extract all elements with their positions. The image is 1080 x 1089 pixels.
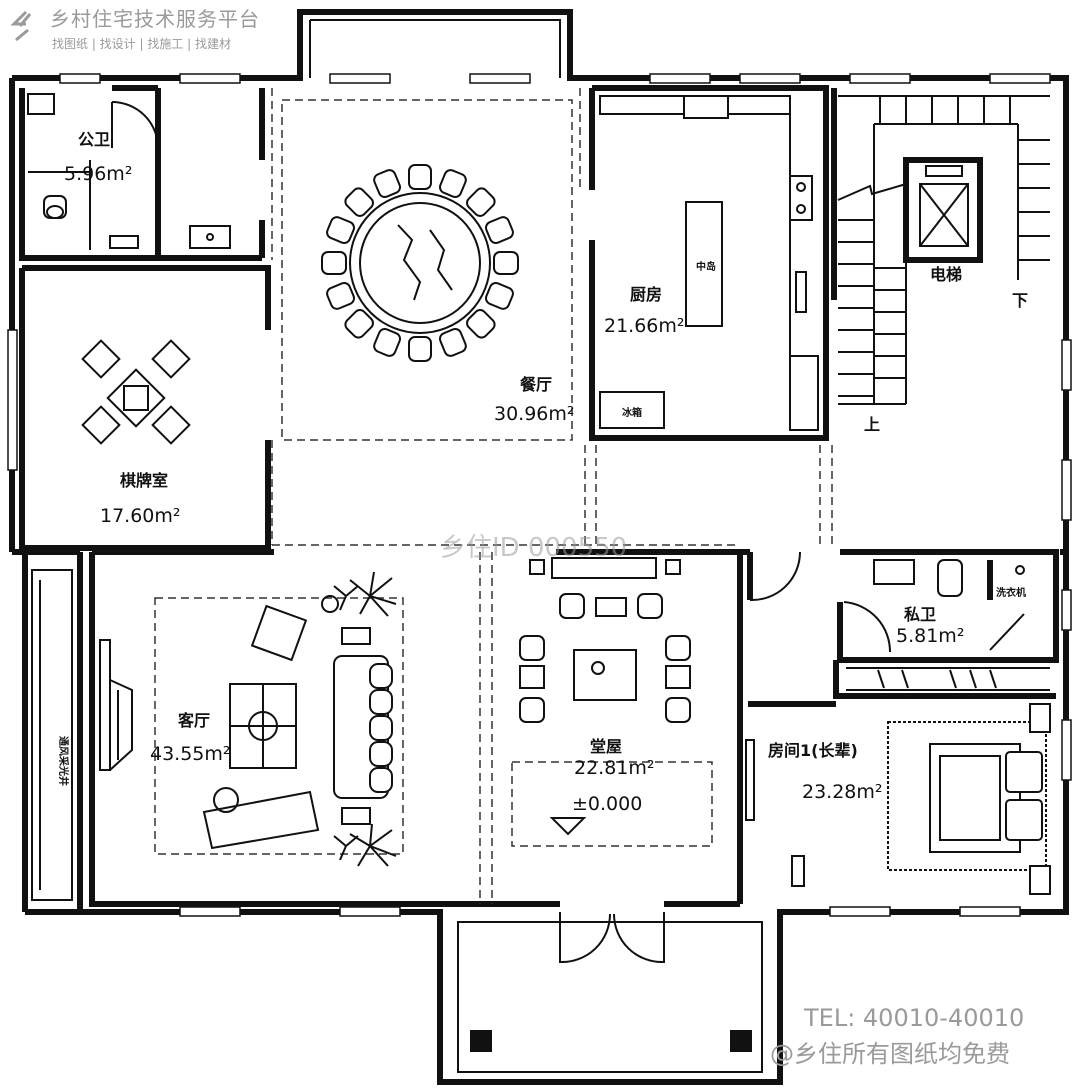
plant-icon [333,571,397,867]
dining-chair [326,281,356,310]
dining-chair [408,336,432,362]
watermark-notice: @乡住所有图纸均免费 [770,1040,1010,1068]
living-name: 客厅 [178,711,210,730]
dining-chair [484,216,514,245]
living-furniture [31,569,397,901]
mahjong-table [81,339,191,445]
dining-chair [373,169,402,199]
dining-name: 餐厅 [519,375,552,394]
dining-chair [466,309,496,339]
public-bath-name: 公卫 [78,130,110,149]
kitchen-fixtures [599,95,819,431]
staircase [837,95,1050,405]
chess-room-area: 17.60m² [100,505,181,527]
brand-tagline: 找图纸 | 找设计 | 找施工 | 找建材 [52,37,231,51]
dining-chair [326,216,356,245]
stairs-down-label: 下 [1012,291,1028,310]
dining-chair [344,309,374,339]
hall-furniture [457,557,763,1073]
private-bath-area: 5.81m² [896,625,964,647]
hall-area: 22.81m² [574,757,655,779]
watermark-phone: TEL: 40010-40010 [803,1004,1024,1032]
kitchen-area: 21.66m² [604,315,685,337]
dining-chair [438,169,467,199]
private-bath-fixtures [749,551,1025,653]
living-side-label: 通风采光井 [57,736,70,786]
dashed-boundaries [154,88,833,904]
dining-area: 30.96m² [494,403,575,425]
public-bath-fixtures [27,93,231,250]
kitchen-island-label: 中岛 [696,260,716,273]
kitchen-name: 厨房 [630,285,662,304]
dining-chair [438,327,467,357]
dining-table [321,164,519,362]
dining-chair [344,187,374,217]
public-bath-area: 5.96m² [64,163,132,185]
laundry-label: 洗衣机 [996,586,1026,599]
hall-elevation: ±0.000 [572,793,642,815]
kitchen-fridge-label: 冰箱 [622,406,642,419]
dining-chair [484,281,514,310]
dining-chairs [321,164,519,362]
living-area: 43.55m² [150,743,231,765]
dining-chair [373,327,402,357]
brand-logo [10,10,32,42]
dining-chair [408,164,432,190]
elevator-label: 电梯 [930,265,962,284]
private-bath-name: 私卫 [904,605,936,624]
dining-chair [321,251,347,275]
hall-name: 堂屋 [590,737,622,756]
interior-walls [19,85,1059,907]
bedroom1-area: 23.28m² [802,781,883,803]
chess-room-name: 棋牌室 [120,471,168,490]
watermark-id: 乡住ID 000550 [440,533,627,563]
bedroom-furniture [745,667,1051,895]
dining-chair [466,187,496,217]
elevator-shaft [919,165,969,247]
brand-title: 乡村住宅技术服务平台 [50,7,260,31]
dining-chair [493,251,519,275]
stairs-up-label: 上 [864,415,880,434]
windows [7,73,1072,917]
bedroom1-name: 房间1(长辈) [768,741,858,760]
